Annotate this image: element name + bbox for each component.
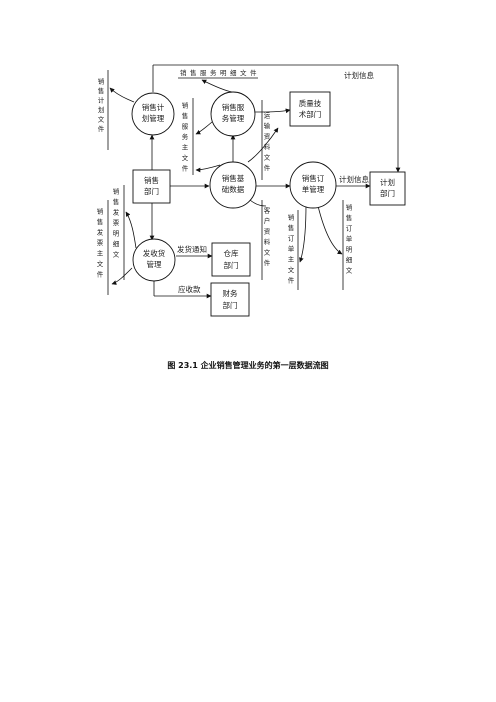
basic-process-label-1: 销售基 <box>222 173 245 183</box>
service-management-process <box>210 91 256 137</box>
flow-line <box>247 127 279 163</box>
plan-dept-entity <box>369 171 406 206</box>
sales-dept-label-1: 销售 <box>144 175 159 185</box>
delivery-process-label-1: 发收货 <box>143 248 166 258</box>
figure-caption: 图 23.1 企业销售管理业务的第一层数据流图 <box>167 360 328 370</box>
flow-line <box>109 87 135 103</box>
plan-dept-label-2: 部门 <box>380 188 395 198</box>
plan-info-label: 计划信息 <box>339 174 369 184</box>
plan-process-label-2: 划管理 <box>142 113 165 123</box>
flow-line <box>111 267 133 285</box>
basic-data-process <box>209 161 257 209</box>
transport-file-label: 运输资料文件 <box>262 112 270 175</box>
service-process-label-2: 务管理 <box>222 113 245 123</box>
warehouse-dept-entity <box>211 242 251 277</box>
invoice-main-file-label: 销售发票主文件 <box>95 207 103 282</box>
delivery-management-process <box>132 238 176 282</box>
invoice-detail-file-label: 销售发票明细文 <box>111 187 119 262</box>
quality-dept-entity <box>289 91 331 127</box>
service-detail-file-label: 销售服务明细文件 <box>180 68 260 77</box>
flow-line <box>195 121 213 135</box>
finance-dept-entity <box>210 282 250 317</box>
order-process-label-2: 单管理 <box>302 184 325 194</box>
plan-management-process <box>131 92 175 136</box>
finance-dept-label-2: 部门 <box>223 300 238 310</box>
plan-info-top-label: 计划信息 <box>344 70 374 80</box>
flow-line <box>254 108 291 114</box>
quality-dept-label-2: 术部门 <box>299 109 322 119</box>
receivable-label: 应收款 <box>178 284 201 294</box>
plan-file-label: 销售计划文件 <box>96 77 104 135</box>
service-main-file-label: 销售服务主文件 <box>180 101 188 176</box>
order-main-file-label: 销售订单主文件 <box>286 213 294 288</box>
order-detail-file-label: 销售订单明细文 <box>344 203 352 278</box>
sales-dept-label-2: 部门 <box>144 186 159 196</box>
order-process-label-1: 销售订 <box>302 173 325 183</box>
flow-line <box>125 211 137 249</box>
plan-process-label-1: 销售计 <box>142 102 165 112</box>
quality-dept-label-1: 质量技 <box>299 98 322 108</box>
warehouse-dept-label-1: 仓库 <box>224 248 239 258</box>
sales-dept-entity <box>132 169 171 204</box>
delivery-process-label-2: 管理 <box>147 259 162 269</box>
basic-process-label-2: 础数据 <box>222 184 245 194</box>
plan-dept-label-1: 计划 <box>380 177 395 187</box>
order-management-process <box>289 161 337 209</box>
warehouse-dept-label-2: 部门 <box>224 260 239 270</box>
service-process-label-1: 销售服 <box>222 102 245 112</box>
flow-line <box>299 203 307 263</box>
customer-file-label: 客户资料文件 <box>262 206 270 270</box>
flow-line <box>195 164 221 173</box>
delivery-notice-label: 发货通知 <box>177 244 207 254</box>
finance-dept-label-1: 财务 <box>223 288 238 298</box>
flow-line <box>317 205 343 255</box>
flow-line <box>201 79 233 93</box>
flow-line <box>249 199 267 207</box>
